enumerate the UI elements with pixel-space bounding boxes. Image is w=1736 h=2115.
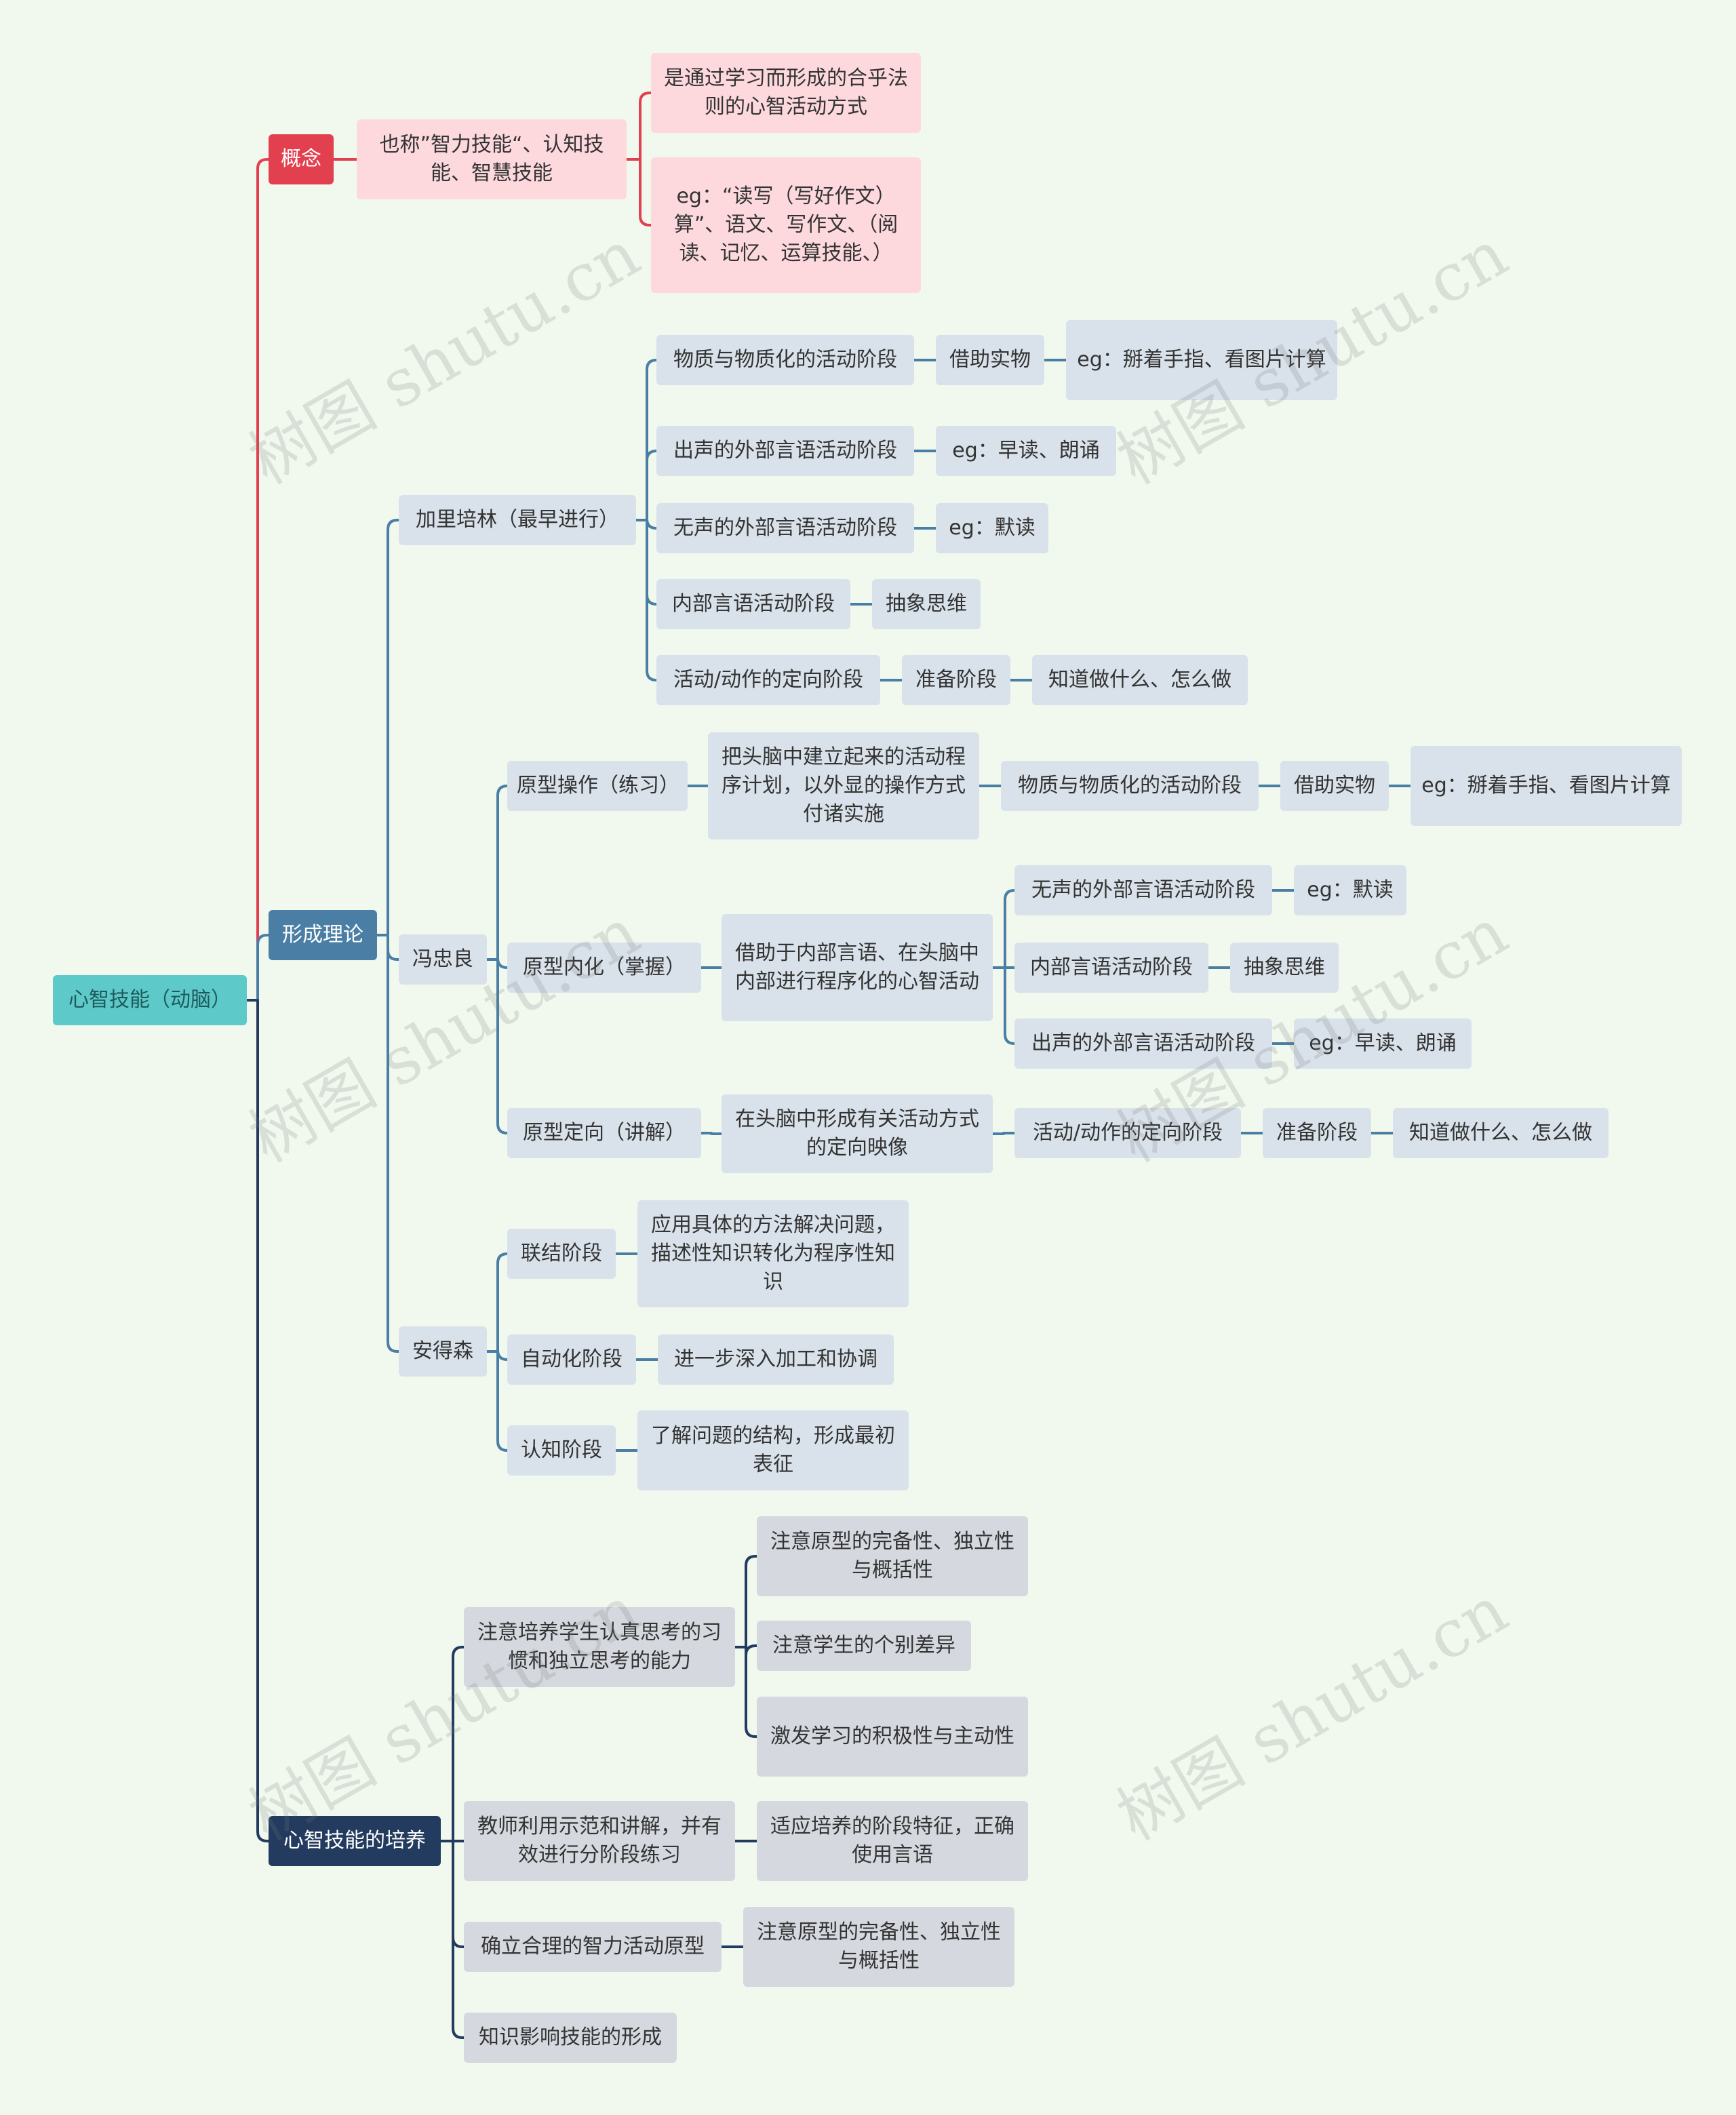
cultivate-topic-1-b[interactable]: 注意学生的个别差异 [757,1621,971,1671]
feng-orientation-desc[interactable]: 在头脑中形成有关活动方式的定向映像 [722,1094,993,1173]
cultivate-topic-1-a[interactable]: 注意原型的完备性、独立性与概括性 [757,1516,1028,1596]
feng-internalization-b[interactable]: 内部言语活动阶段 [1014,943,1208,993]
feng-operation-aid[interactable]: 借助实物 [1280,761,1389,811]
anderson-association[interactable]: 联结阶段 [507,1229,616,1279]
anderson-node[interactable]: 安得森 [399,1326,487,1377]
galperin-stage-5-a[interactable]: 准备阶段 [902,655,1010,705]
root-node[interactable]: 心智技能（动脑） [53,975,247,1025]
feng-orientation-know[interactable]: 知道做什么、怎么做 [1393,1108,1609,1158]
theory-node[interactable]: 形成理论 [269,910,377,960]
cultivate-topic-3[interactable]: 确立合理的智力活动原型 [464,1922,722,1972]
galperin-stage-3[interactable]: 无声的外部言语活动阶段 [656,503,914,553]
anderson-automation[interactable]: 自动化阶段 [507,1335,636,1385]
feng-orientation-prep[interactable]: 准备阶段 [1263,1108,1371,1158]
concept-node[interactable]: 概念 [269,134,334,184]
cultivate-topic-4[interactable]: 知识影响技能的形成 [464,2013,677,2063]
concept-definition[interactable]: 是通过学习而形成的合乎法则的心智活动方式 [651,53,921,133]
galperin-node[interactable]: 加里培林（最早进行） [399,495,636,545]
galperin-stage-2[interactable]: 出声的外部言语活动阶段 [656,426,914,476]
feng-node[interactable]: 冯忠良 [399,934,487,985]
feng-operation-example[interactable]: eg：掰着手指、看图片计算 [1410,746,1682,826]
connector-feng-orientation-desc [991,1132,1016,1135]
concept-desc[interactable]: 也称”智力技能“、认知技能、智慧技能 [357,119,627,199]
feng-operation-desc[interactable]: 把头脑中建立起来的活动程序计划，以外显的操作方式付诸实施 [708,732,979,839]
galperin-stage-4[interactable]: 内部言语活动阶段 [656,579,850,629]
concept-example[interactable]: eg：“读写（写好作文）算”、语文、写作文、（阅读、记忆、运算技能、） [651,157,921,293]
feng-internalization-b1[interactable]: 抽象思维 [1230,943,1339,993]
connector-feng-node [486,785,509,1134]
connector-cultivate-topic-1 [734,1555,758,1738]
anderson-cognitive[interactable]: 认知阶段 [507,1425,616,1476]
cultivate-topic-2-a[interactable]: 适应培养的阶段特征，正确使用言语 [757,1801,1028,1881]
anderson-association-desc[interactable]: 应用具体的方法解决问题，描述性知识转化为程序性知识 [637,1200,909,1307]
cultivate-topic-1[interactable]: 注意培养学生认真思考的习惯和独立思考的能力 [464,1607,735,1687]
feng-operation-stage[interactable]: 物质与物质化的活动阶段 [1001,761,1259,811]
feng-internalization-c1[interactable]: eg：早读、朗诵 [1294,1019,1472,1069]
connector-concept-desc [625,92,652,226]
galperin-stage-2-a[interactable]: eg：早读、朗诵 [936,426,1116,476]
feng-internalization-c[interactable]: 出声的外部言语活动阶段 [1014,1019,1272,1069]
galperin-stage-5-b[interactable]: 知道做什么、怎么做 [1032,655,1248,705]
galperin-stage-1-a[interactable]: 借助实物 [936,335,1044,385]
cultivate-topic-3-a[interactable]: 注意原型的完备性、独立性与概括性 [743,1907,1014,1987]
connector-anderson-node [486,1252,509,1452]
connector-feng-orientation [700,1132,723,1135]
anderson-cognitive-desc[interactable]: 了解问题的结构，形成最初表征 [637,1410,909,1490]
connector-cultivate-node [439,1646,465,2039]
galperin-stage-4-a[interactable]: 抽象思维 [872,579,981,629]
feng-orientation[interactable]: 原型定向（讲解） [507,1108,701,1158]
cultivate-node[interactable]: 心智技能的培养 [269,1816,441,1866]
feng-internalization[interactable]: 原型内化（掌握） [507,943,701,993]
feng-internalization-a1[interactable]: eg：默读 [1294,865,1406,915]
connector-galperin-node [635,359,658,681]
anderson-automation-desc[interactable]: 进一步深入加工和协调 [658,1335,894,1385]
cultivate-topic-2[interactable]: 教师利用示范和讲解，并有效进行分阶段练习 [464,1801,735,1881]
feng-operation[interactable]: 原型操作（练习） [507,761,688,811]
cultivate-topic-1-c[interactable]: 激发学习的积极性与主动性 [757,1697,1028,1777]
connector-theory-node [376,519,400,1353]
galperin-stage-5[interactable]: 活动/动作的定向阶段 [656,655,880,705]
feng-orientation-stage[interactable]: 活动/动作的定向阶段 [1014,1108,1241,1158]
galperin-stage-3-a[interactable]: eg：默读 [936,503,1048,553]
galperin-stage-1-b[interactable]: eg：掰着手指、看图片计算 [1066,320,1337,400]
connector-feng-internalization-desc [991,889,1016,1045]
feng-internalization-desc[interactable]: 借助于内部言语、在头脑中内部进行程序化的心智活动 [722,914,993,1021]
connector-root-node [245,158,270,1842]
galperin-stage-1[interactable]: 物质与物质化的活动阶段 [656,335,914,385]
feng-internalization-a[interactable]: 无声的外部言语活动阶段 [1014,865,1272,915]
